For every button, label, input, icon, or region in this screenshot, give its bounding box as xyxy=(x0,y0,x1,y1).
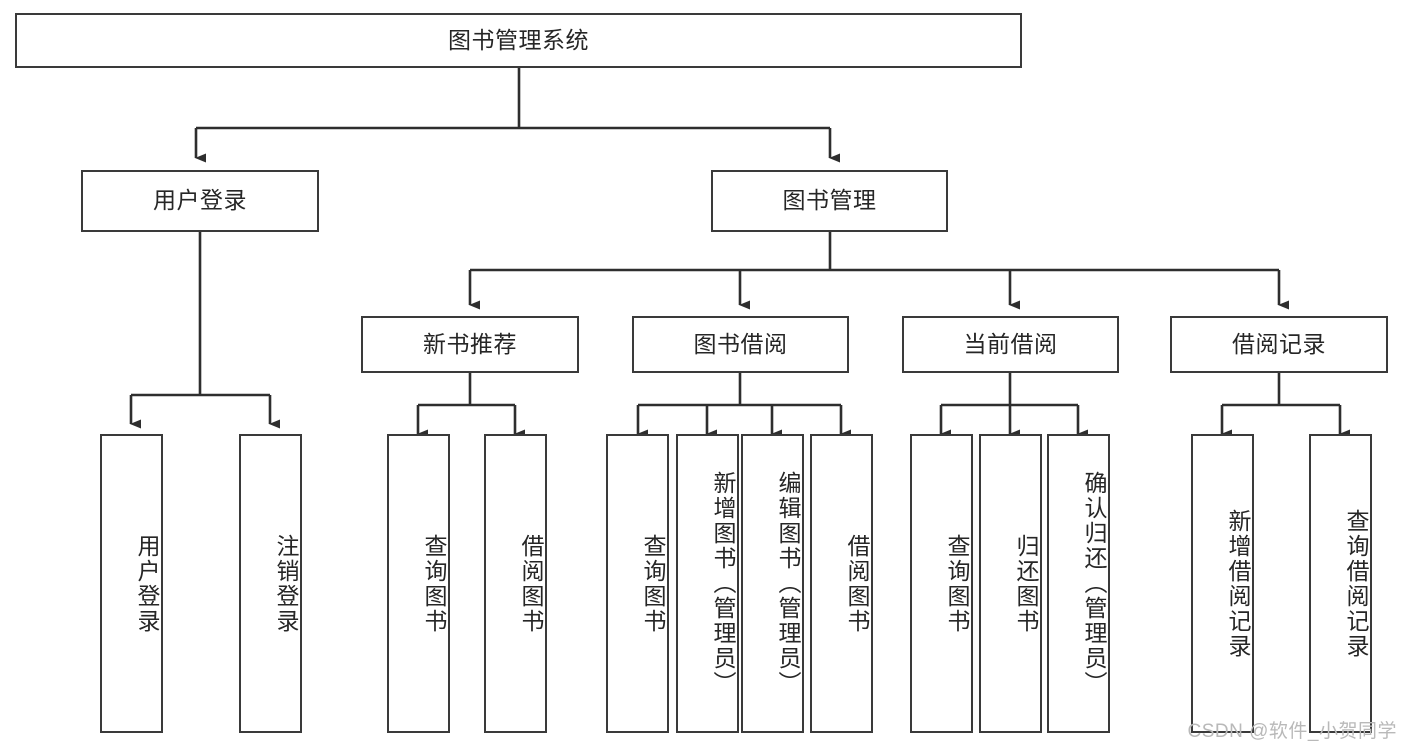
node-label: 图书管理系统 xyxy=(448,26,589,53)
leaf-recommend-borrow-book[interactable]: 借阅图书 xyxy=(484,434,547,733)
node-label: 编辑图书（管理员） xyxy=(775,471,801,696)
node-label: 新增图书（管理员） xyxy=(710,471,736,696)
leaf-user-login-logout[interactable]: 注销登录 xyxy=(239,434,302,733)
node-label: 用户登录 xyxy=(134,533,160,634)
leaf-borrow-borrow-book[interactable]: 借阅图书 xyxy=(810,434,873,733)
leaf-user-login-login[interactable]: 用户登录 xyxy=(100,434,163,733)
node-label: 查询图书 xyxy=(421,533,447,634)
node-current-borrow[interactable]: 当前借阅 xyxy=(902,316,1119,373)
watermark: CSDN @软件_小贺同学 xyxy=(1187,721,1397,742)
leaf-borrow-query-book[interactable]: 查询图书 xyxy=(606,434,669,733)
node-label: 借阅图书 xyxy=(518,533,544,634)
node-label: 借阅图书 xyxy=(844,533,870,634)
node-label: 借阅记录 xyxy=(1232,330,1326,357)
leaf-records-query-record[interactable]: 查询借阅记录 xyxy=(1309,434,1372,733)
leaf-current-confirm-return[interactable]: 确认归还（管理员） xyxy=(1047,434,1110,733)
node-new-book-recommend[interactable]: 新书推荐 xyxy=(361,316,579,373)
node-label: 确认归还（管理员） xyxy=(1081,471,1107,696)
node-borrow-records[interactable]: 借阅记录 xyxy=(1170,316,1388,373)
node-label: 查询借阅记录 xyxy=(1343,508,1369,659)
node-label: 图书管理 xyxy=(782,187,877,214)
node-label: 新书推荐 xyxy=(423,330,517,357)
node-book-management[interactable]: 图书管理 xyxy=(711,170,948,232)
leaf-current-return-book[interactable]: 归还图书 xyxy=(979,434,1042,733)
leaf-current-query-book[interactable]: 查询图书 xyxy=(910,434,973,733)
node-label: 查询图书 xyxy=(944,533,970,634)
node-label: 归还图书 xyxy=(1013,533,1039,634)
node-label: 当前借阅 xyxy=(963,330,1058,357)
node-label: 注销登录 xyxy=(273,533,299,634)
node-label: 查询图书 xyxy=(640,533,666,634)
leaf-records-add-record[interactable]: 新增借阅记录 xyxy=(1191,434,1254,733)
node-label: 新增借阅记录 xyxy=(1225,508,1251,659)
node-label: 用户登录 xyxy=(153,187,247,214)
node-root-system[interactable]: 图书管理系统 xyxy=(15,13,1022,68)
leaf-borrow-edit-book[interactable]: 编辑图书（管理员） xyxy=(741,434,804,733)
node-book-borrow[interactable]: 图书借阅 xyxy=(632,316,849,373)
leaf-borrow-add-book[interactable]: 新增图书（管理员） xyxy=(676,434,739,733)
node-user-login[interactable]: 用户登录 xyxy=(81,170,319,232)
leaf-recommend-query-book[interactable]: 查询图书 xyxy=(387,434,450,733)
node-label: 图书借阅 xyxy=(693,330,788,357)
